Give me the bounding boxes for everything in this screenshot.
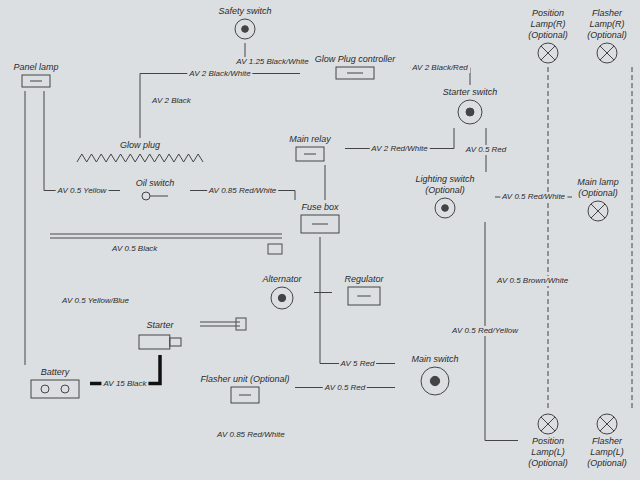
wire-code: AV 2 Red/White: [369, 144, 429, 154]
lamp-symbol: [596, 42, 618, 64]
wire-code: AV 0.5 Brown/White: [495, 276, 570, 286]
lamp-symbol: [596, 413, 618, 435]
switch-symbol: [234, 18, 256, 40]
wire-code: AV 1.25 Black/White: [234, 57, 310, 67]
component-label: Lighting switch (Optional): [395, 172, 495, 222]
harness-wire: [200, 322, 240, 323]
component-label: Position Lamp(L) (Optional): [518, 410, 578, 471]
component-label: Battery: [20, 365, 90, 402]
wire-code: AV 2 Black/White: [187, 69, 252, 79]
wire-code: AV 0.5 Red/Yellow: [450, 326, 520, 336]
lamp-symbol: [587, 200, 609, 222]
component-label: Starter: [130, 318, 190, 355]
component-name: Main relay: [277, 134, 343, 145]
component-name: Alternator: [252, 274, 312, 285]
component-name: Flasher unit (Optional): [197, 374, 293, 385]
component-name: Glow plug: [72, 140, 208, 151]
starter-symbol: [138, 332, 182, 352]
switch-symbol: [434, 197, 456, 219]
component-label: Main lamp (Optional): [572, 175, 624, 225]
glow-plug-symbol: [75, 152, 205, 164]
component-name: Oil switch: [122, 178, 188, 189]
panel-lamp-symbol: [21, 74, 51, 88]
wire-code: AV 2 Black/Red: [410, 63, 470, 73]
component-label: Panel lamp: [6, 60, 66, 91]
component-label: Fuse box: [290, 200, 350, 237]
key-switch-symbol: [420, 366, 450, 396]
component-label: Regulator: [332, 272, 396, 309]
lamp-symbol: [537, 42, 559, 64]
component-name: Main lamp (Optional): [574, 177, 622, 199]
component-name: Position Lamp(L) (Optional): [520, 436, 576, 469]
wire: [314, 292, 332, 293]
flasher-unit-symbol: [230, 386, 260, 404]
lamp-symbol: [537, 413, 559, 435]
wire: [325, 165, 326, 200]
component-label: Flasher Lamp(L) (Optional): [578, 410, 636, 471]
wire-code: AV 0.5 Red/White: [500, 192, 567, 202]
switch-symbol: [457, 99, 483, 125]
component-label: Starter switch: [430, 85, 510, 128]
regulator-symbol: [347, 286, 381, 306]
component-name: Regulator: [334, 274, 394, 285]
wire: [140, 74, 300, 139]
wire-code: AV 0.5 Black: [110, 244, 159, 254]
wire-code: AV 0.5 Yellow: [56, 186, 109, 196]
wire-code: AV 15 Black: [101, 379, 148, 389]
controller-symbol: [335, 66, 375, 80]
component-name: Safety switch: [207, 6, 283, 17]
coupler-symbol: [236, 318, 246, 330]
component-name: Battery: [22, 367, 88, 378]
component-name: Starter: [132, 320, 188, 331]
component-label: Glow plug: [70, 138, 210, 167]
alternator-symbol: [269, 286, 295, 310]
component-label: Main switch: [395, 352, 475, 399]
fuse-box-symbol: [300, 214, 340, 234]
harness-wire: [50, 238, 282, 239]
component-name: Fuse box: [292, 202, 348, 213]
component-name: Lighting switch (Optional): [397, 174, 493, 196]
component-name: Starter switch: [432, 87, 508, 98]
component-label: Oil switch: [120, 176, 190, 205]
component-name: Position Lamp(R) (Optional): [520, 8, 576, 41]
component-name: Panel lamp: [8, 62, 64, 73]
component-name: Glow Plug controller: [302, 54, 408, 65]
wire-code: AV 0.85 Red/White: [207, 186, 279, 196]
harness-wire: [200, 326, 240, 327]
component-label: Main relay: [275, 132, 345, 165]
wire-code: AV 5 Red: [339, 359, 377, 369]
sensor-symbol: [140, 190, 170, 202]
wire-code: AV 0.85 Red/White: [215, 430, 287, 440]
component-name: Main switch: [397, 354, 473, 365]
component-name: Flasher Lamp(R) (Optional): [580, 8, 634, 41]
wire: [320, 237, 395, 364]
component-label: Alternator: [250, 272, 314, 313]
component-label: Flasher Lamp(R) (Optional): [578, 6, 636, 67]
battery-symbol: [30, 379, 80, 399]
wire-code: AV 0.5 Red: [323, 383, 367, 393]
coupler-symbol: [268, 244, 282, 254]
harness-wire: [50, 234, 282, 235]
wire: [25, 91, 26, 365]
wire-code: AV 0.5 Yellow/Blue: [60, 296, 131, 306]
component-label: Glow Plug controller: [300, 52, 410, 83]
relay-symbol: [295, 146, 325, 162]
component-label: Position Lamp(R) (Optional): [518, 6, 578, 67]
wire: [44, 91, 120, 191]
wire: [548, 67, 549, 410]
component-label: Flasher unit (Optional): [195, 372, 295, 407]
component-label: Safety switch: [205, 4, 285, 43]
wire: [632, 67, 633, 410]
wire-code: AV 0.5 Red: [464, 145, 508, 155]
component-name: Flasher Lamp(L) (Optional): [580, 436, 634, 469]
wire-code: AV 2 Black: [150, 96, 193, 106]
